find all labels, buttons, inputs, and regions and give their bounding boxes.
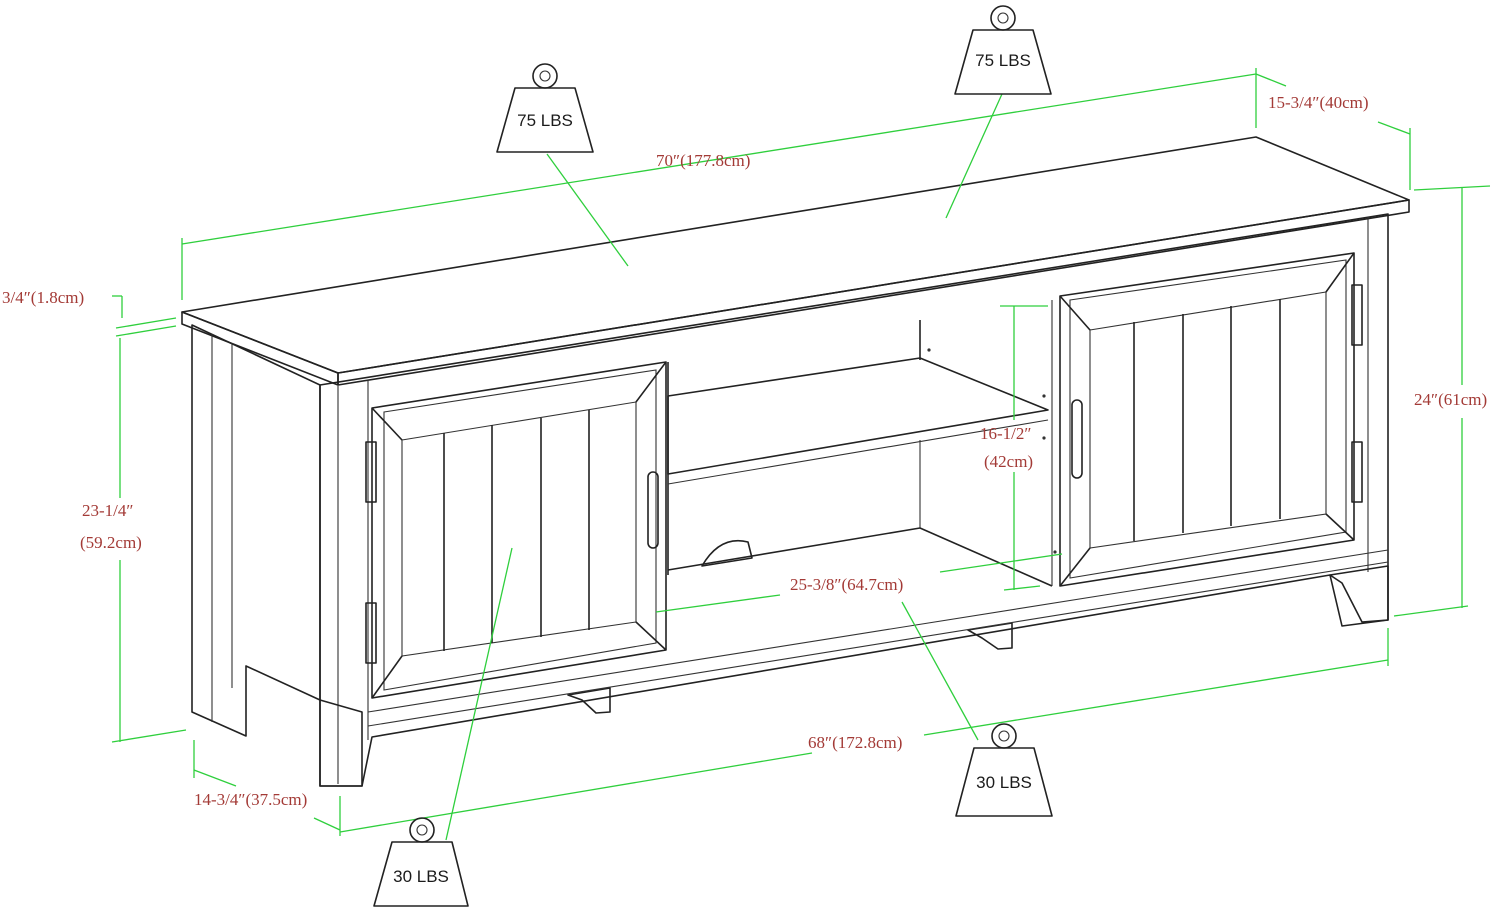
dimension-labels: 70″(177.8cm) 15-3/4″(40cm) 3/4″(1.8cm) 2… <box>2 93 1487 809</box>
back-left-leg <box>567 687 611 714</box>
dim-inner-height-value: 23-1/4″ <box>82 501 133 520</box>
weight-badge-cabinet: 30 LBS <box>373 817 469 907</box>
dim-shelf-width: 25-3/8″(64.7cm) <box>790 575 903 594</box>
left-side-panel <box>191 324 321 737</box>
hinge <box>1351 284 1363 346</box>
back-right-leg <box>967 622 1013 650</box>
center-shelf <box>667 357 1049 475</box>
weight-ring-icon <box>532 63 558 89</box>
weight-pointers <box>445 93 1003 841</box>
right-door <box>1059 252 1363 587</box>
tabletop-right-edge <box>337 199 1410 386</box>
weight-badge-top-left: 75 LBS <box>496 63 594 153</box>
weight-icon <box>954 29 1052 95</box>
front-left-leg <box>319 699 363 787</box>
dim-shelf-opening-value: 16-1/2″ <box>980 424 1031 443</box>
front-right-leg <box>1329 565 1389 623</box>
door-handle[interactable] <box>1071 399 1083 479</box>
dim-base-width: 68″(172.8cm) <box>808 733 902 752</box>
weight-icon <box>955 747 1053 817</box>
weight-icon <box>496 87 594 153</box>
tv-stand <box>181 136 1410 787</box>
hinge <box>1351 441 1363 503</box>
dim-inner-height-metric: (59.2cm) <box>80 533 142 552</box>
weight-label: 75 LBS <box>975 51 1031 70</box>
dim-shelf-opening-metric: (42cm) <box>984 452 1033 471</box>
weight-label: 30 LBS <box>976 773 1032 792</box>
left-door <box>365 361 667 699</box>
weight-ring-icon <box>409 817 435 843</box>
dim-base-depth: 14-3/4″(37.5cm) <box>194 790 307 809</box>
weight-label: 75 LBS <box>517 111 573 130</box>
weight-ring-icon <box>991 723 1017 749</box>
tabletop-front-edge <box>181 311 339 386</box>
door-handle[interactable] <box>647 471 659 549</box>
weight-badge-top-right: 75 LBS <box>954 5 1052 95</box>
weight-badge-center: 30 LBS <box>955 723 1053 817</box>
dim-top-depth: 15-3/4″(40cm) <box>1268 93 1369 112</box>
center-shelf-compartment <box>667 300 1057 587</box>
cord-cutout <box>701 540 753 567</box>
hinge <box>365 602 377 664</box>
dimension-lines <box>111 68 1491 836</box>
tabletop <box>181 136 1410 374</box>
weight-label: 30 LBS <box>393 867 449 886</box>
weight-ring-icon <box>990 5 1016 31</box>
weight-icon <box>373 841 469 907</box>
dim-top-thickness: 3/4″(1.8cm) <box>2 288 84 307</box>
hinge <box>365 441 377 503</box>
front-frame <box>319 213 1389 787</box>
dim-overall-height: 24″(61cm) <box>1414 390 1487 409</box>
dim-overall-width: 70″(177.8cm) <box>656 151 750 170</box>
